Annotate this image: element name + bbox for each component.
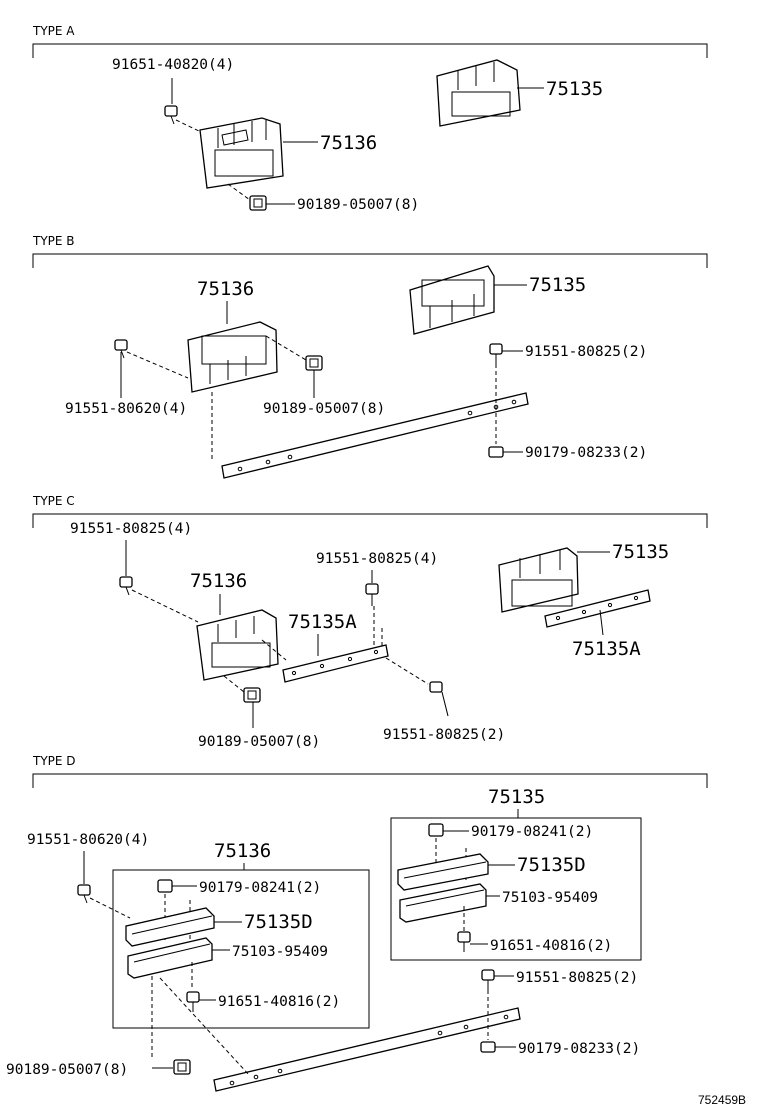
section-bracket bbox=[32, 43, 708, 58]
bolt-icon bbox=[164, 105, 178, 125]
section-bracket bbox=[32, 773, 708, 788]
bracket-75103-icon bbox=[399, 883, 487, 923]
plate-75135-icon bbox=[436, 59, 521, 127]
bolt-icon bbox=[489, 343, 503, 364]
part-label-90189-05007: 90189-05007(8) bbox=[6, 1062, 128, 1078]
clip-icon bbox=[243, 687, 261, 703]
part-label-91651-40816: 91651-40816(2) bbox=[218, 994, 340, 1010]
part-label-75135a: 75135A bbox=[288, 611, 357, 633]
bolt-icon bbox=[114, 339, 128, 359]
part-label-75135d: 75135D bbox=[244, 911, 313, 933]
part-label-91551-80825: 91551-80825(4) bbox=[70, 521, 192, 537]
section-type-b: TYPE B 75136 91551-80620(4) 90189-05007(… bbox=[32, 234, 708, 479]
section-title: TYPE B bbox=[32, 234, 75, 248]
part-label-91551-80620: 91551-80620(4) bbox=[27, 832, 149, 848]
part-label-75135a: 75135A bbox=[572, 638, 641, 660]
bolt-icon bbox=[365, 583, 379, 606]
clip-icon bbox=[173, 1059, 191, 1075]
bracket-75103-icon bbox=[127, 937, 213, 979]
part-label-91551-80620: 91551-80620(4) bbox=[65, 401, 187, 417]
part-label-90179-08241: 90179-08241(2) bbox=[471, 824, 593, 840]
part-label-75135: 75135 bbox=[546, 78, 603, 100]
part-label-90179-08241: 90179-08241(2) bbox=[199, 880, 321, 896]
section-bracket bbox=[32, 253, 708, 268]
part-label-75135: 75135 bbox=[529, 274, 586, 296]
part-label-90189-05007: 90189-05007(8) bbox=[263, 401, 385, 417]
part-label-75136: 75136 bbox=[320, 132, 377, 154]
part-label-75135d: 75135D bbox=[517, 854, 586, 876]
assembly-box bbox=[112, 869, 370, 1029]
part-label-90189-05007: 90189-05007(8) bbox=[198, 734, 320, 750]
part-label-91551-80825: 91551-80825(2) bbox=[383, 727, 505, 743]
part-label-75135: 75135 bbox=[612, 541, 669, 563]
bracket-75135d-icon bbox=[397, 853, 489, 891]
part-label-75136: 75136 bbox=[197, 278, 254, 300]
part-label-75103-95409: 75103-95409 bbox=[232, 944, 328, 960]
plate-75136-icon bbox=[187, 321, 278, 393]
part-label-75135: 75135 bbox=[488, 786, 545, 808]
section-title: TYPE A bbox=[32, 24, 75, 38]
nut-icon bbox=[488, 446, 504, 458]
part-label-75136: 75136 bbox=[190, 570, 247, 592]
plate-75135-icon bbox=[498, 547, 579, 613]
rail-icon bbox=[221, 392, 529, 479]
diagram-code: 752459B bbox=[698, 1093, 746, 1107]
part-label-91651-40820: 91651-40820(4) bbox=[112, 57, 234, 73]
part-label-90179-08233: 90179-08233(2) bbox=[525, 445, 647, 461]
plate-75136-icon bbox=[199, 117, 284, 189]
clip-icon bbox=[305, 355, 323, 371]
nut-icon bbox=[157, 879, 173, 893]
nut-icon bbox=[428, 823, 444, 837]
bracket-75135d-icon bbox=[125, 907, 215, 947]
part-label-91551-80825: 91551-80825(4) bbox=[316, 551, 438, 567]
part-label-90179-08233: 90179-08233(2) bbox=[518, 1041, 640, 1057]
section-title: TYPE D bbox=[32, 754, 76, 768]
nut-icon bbox=[480, 1041, 496, 1053]
section-type-a: TYPE A 91651-40820(4) 75136 90189-05007(… bbox=[32, 24, 708, 213]
plate-75136-icon bbox=[196, 609, 279, 681]
bolt-icon bbox=[457, 931, 471, 952]
bolt-icon bbox=[186, 991, 200, 1012]
part-label-75136: 75136 bbox=[214, 840, 271, 862]
part-label-91551-80825: 91551-80825(2) bbox=[525, 344, 647, 360]
assembly-box bbox=[390, 817, 642, 961]
section-title: TYPE C bbox=[32, 494, 75, 508]
plate-75135-icon bbox=[409, 265, 495, 335]
clip-icon bbox=[249, 195, 267, 211]
section-bracket bbox=[32, 513, 708, 528]
bolt-icon bbox=[429, 681, 443, 693]
bolt-icon bbox=[119, 576, 133, 596]
bar-75135a-icon bbox=[282, 644, 389, 683]
bolt-icon bbox=[481, 969, 495, 990]
part-label-90189-05007: 90189-05007(8) bbox=[297, 197, 419, 213]
part-label-91651-40816: 91651-40816(2) bbox=[490, 938, 612, 954]
part-label-75103-95409: 75103-95409 bbox=[502, 890, 598, 906]
rail-icon bbox=[213, 1007, 521, 1092]
part-label-91551-80825: 91551-80825(2) bbox=[516, 970, 638, 986]
bar-75135a-icon bbox=[544, 589, 651, 628]
section-type-d: TYPE D 75135 90179-08241(2) 75135D 75103… bbox=[6, 754, 708, 1092]
bolt-icon bbox=[77, 884, 91, 904]
section-type-c: TYPE C 91551-80825(4) 75136 91551-80825(… bbox=[32, 494, 708, 750]
